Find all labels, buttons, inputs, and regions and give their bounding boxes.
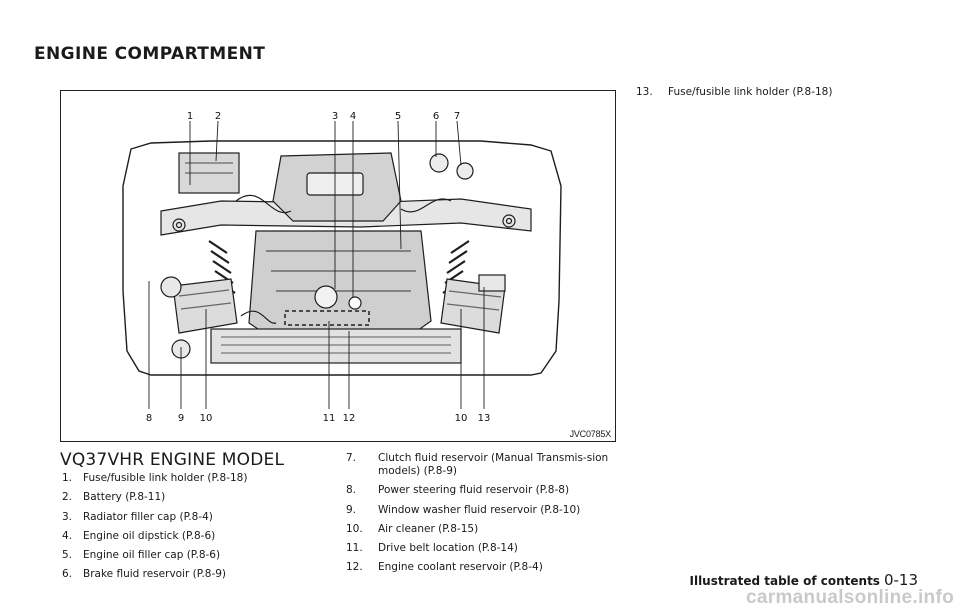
item-number: 8. bbox=[346, 484, 357, 497]
list-item: 4. Engine oil dipstick (P.8-6) bbox=[62, 530, 332, 543]
item-text: Brake fluid reservoir (P.8-9) bbox=[83, 568, 227, 581]
page-number: 0-13 bbox=[883, 571, 918, 589]
item-number: 4. bbox=[62, 529, 73, 542]
list-item: 7. Clutch fluid reservoir (Manual Transmi… bbox=[346, 452, 622, 478]
list-item: 1. Fuse/fusible link holder (P.8-18) bbox=[62, 472, 332, 485]
item-number: 7. bbox=[346, 452, 357, 464]
list-item: 8. Power steering fluid reservoir (P.8-8) bbox=[346, 484, 622, 497]
list-item: 13. Fuse/fusible link holder (P.8-18) bbox=[636, 86, 916, 99]
item-text: Engine coolant reservoir (P.8-4) bbox=[378, 561, 543, 574]
callout-bottom-13: 13 bbox=[478, 413, 491, 424]
item-text: Clutch fluid reservoir (Manual Transmis-… bbox=[378, 452, 609, 477]
item-text: Battery (P.8-11) bbox=[83, 491, 166, 504]
callout-bottom-9: 9 bbox=[178, 413, 184, 424]
callout-top-2: 2 bbox=[215, 111, 221, 122]
list-item: 5. Engine oil filler cap (P.8-6) bbox=[62, 549, 332, 562]
item-number: 2. bbox=[62, 491, 73, 504]
engine-illustration: 1 2 3 4 5 6 7 8 9 10 11 12 10 13 bbox=[122, 111, 562, 424]
list-item: 11. Drive belt location (P.8-14) bbox=[346, 542, 622, 555]
item-text: Window washer fluid reservoir (P.8-10) bbox=[378, 503, 581, 516]
engine-compartment-figure: 1 2 3 4 5 6 7 8 9 10 11 12 10 13 JVC0785… bbox=[60, 90, 616, 442]
callout-top-5: 5 bbox=[395, 111, 401, 122]
item-text: Power steering fluid reservoir (P.8-8) bbox=[378, 484, 570, 497]
item-number: 5. bbox=[62, 549, 73, 562]
callout-top-3: 3 bbox=[332, 111, 338, 122]
item-number: 6. bbox=[62, 568, 73, 581]
footer-title: Illustrated table of contents bbox=[689, 574, 880, 588]
figure-code: JVC0785X bbox=[569, 429, 612, 439]
item-number: 1. bbox=[62, 472, 73, 484]
item-text: Drive belt location (P.8-14) bbox=[378, 542, 518, 555]
item-text: Fuse/fusible link holder (P.8-18) bbox=[668, 86, 833, 98]
item-number: 3. bbox=[62, 510, 73, 523]
item-number: 13. bbox=[636, 86, 653, 98]
list-item: 3. Radiator filler cap (P.8-4) bbox=[62, 511, 332, 524]
page-footer: Illustrated table of contents 0-13 bbox=[689, 571, 918, 589]
list-item: 6. Brake fluid reservoir (P.8-9) bbox=[62, 568, 332, 581]
callout-bottom-10-right: 10 bbox=[455, 413, 468, 424]
callout-bottom-12: 12 bbox=[343, 413, 356, 424]
list-item: 2. Battery (P.8-11) bbox=[62, 491, 332, 504]
item-number: 12. bbox=[346, 561, 363, 574]
callout-bottom-10-left: 10 bbox=[200, 413, 213, 424]
callout-top-4: 4 bbox=[350, 111, 356, 122]
list-item: 12. Engine coolant reservoir (P.8-4) bbox=[346, 561, 622, 574]
section-title: ENGINE COMPARTMENT bbox=[34, 44, 266, 64]
callout-bottom-11: 11 bbox=[323, 413, 336, 424]
item-text: Fuse/fusible link holder (P.8-18) bbox=[83, 472, 248, 484]
component-list-col1: 1. Fuse/fusible link holder (P.8-18) 2. Ba… bbox=[62, 472, 332, 588]
list-item: 10. Air cleaner (P.8-15) bbox=[346, 523, 622, 536]
item-number: 9. bbox=[346, 503, 357, 516]
item-text: Engine oil filler cap (P.8-6) bbox=[83, 549, 221, 562]
watermark: carmanualsonline.info bbox=[746, 587, 954, 608]
item-text: Air cleaner (P.8-15) bbox=[378, 522, 479, 535]
callout-top-7: 7 bbox=[454, 111, 460, 122]
item-number: 10. bbox=[346, 522, 363, 535]
item-text: Engine oil dipstick (P.8-6) bbox=[83, 529, 216, 542]
item-number: 11. bbox=[346, 542, 363, 555]
component-list-col3: 13. Fuse/fusible link holder (P.8-18) bbox=[636, 86, 916, 105]
callout-top-1: 1 bbox=[187, 111, 193, 122]
callout-bottom-8: 8 bbox=[146, 413, 152, 424]
list-item: 9. Window washer fluid reservoir (P.8-10) bbox=[346, 504, 622, 517]
callout-top-6: 6 bbox=[433, 111, 439, 122]
component-list-col2: 7. Clutch fluid reservoir (Manual Transmi… bbox=[346, 452, 622, 581]
item-text: Radiator filler cap (P.8-4) bbox=[83, 510, 213, 523]
model-heading: VQ37VHR ENGINE MODEL bbox=[60, 450, 285, 470]
